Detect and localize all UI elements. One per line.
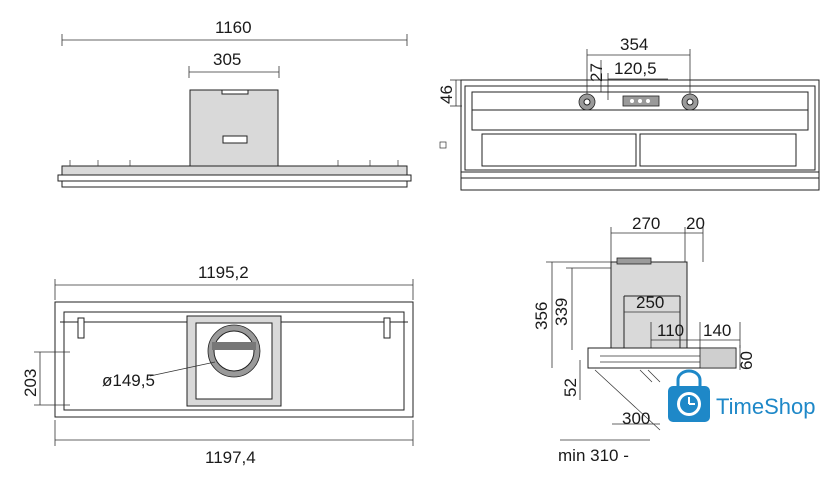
front-motor-width-label: 305 bbox=[213, 50, 241, 69]
bottom-outer-length-label: 1195,2 bbox=[198, 263, 249, 282]
bottom-view: 1195,2 203 ø149,5 1197,4 bbox=[21, 263, 414, 467]
bottom-depth-label: 203 bbox=[21, 369, 40, 397]
side-view: 354 120,5 27 46 bbox=[437, 35, 820, 191]
watermark-brand: TimeShop bbox=[716, 394, 815, 419]
motor-housing bbox=[189, 89, 279, 167]
section-height-body-label: 339 bbox=[552, 298, 571, 326]
side-height-label: 46 bbox=[437, 85, 456, 104]
section-view: 270 20 250 356 339 110 140 60 bbox=[532, 214, 756, 465]
section-offset-b-label: 140 bbox=[703, 321, 731, 340]
section-height-total-label: 356 bbox=[532, 302, 551, 330]
section-offset-a-label: 110 bbox=[657, 321, 684, 340]
bottom-inner-length-label: 1197,4 bbox=[205, 448, 256, 467]
section-lip-label: 20 bbox=[686, 214, 705, 233]
front-view: 1160 305 bbox=[57, 18, 412, 188]
front-overall-width-label: 1160 bbox=[215, 18, 252, 37]
section-thickness-label: 60 bbox=[737, 351, 756, 370]
bottom-duct-diameter-label: ø149,5 bbox=[102, 371, 155, 390]
timeshop-watermark: TimeShop bbox=[668, 369, 815, 422]
section-inner-depth-label: 250 bbox=[636, 293, 664, 312]
side-body-outer bbox=[460, 79, 820, 191]
section-min-label: min 310 - bbox=[558, 446, 629, 465]
bottom-body bbox=[54, 301, 414, 418]
side-vent-center-label: 120,5 bbox=[614, 59, 657, 78]
front-body bbox=[61, 165, 408, 176]
side-vent-spacing-label: 354 bbox=[620, 35, 648, 54]
motor-label-plate bbox=[222, 135, 248, 144]
section-depth-top-label: 270 bbox=[632, 214, 660, 233]
section-front-height-label: 52 bbox=[561, 378, 580, 397]
side-vent-offset-label: 27 bbox=[587, 63, 606, 82]
section-bottom-depth-label: 300 bbox=[622, 409, 650, 428]
side-small-square bbox=[439, 141, 447, 149]
